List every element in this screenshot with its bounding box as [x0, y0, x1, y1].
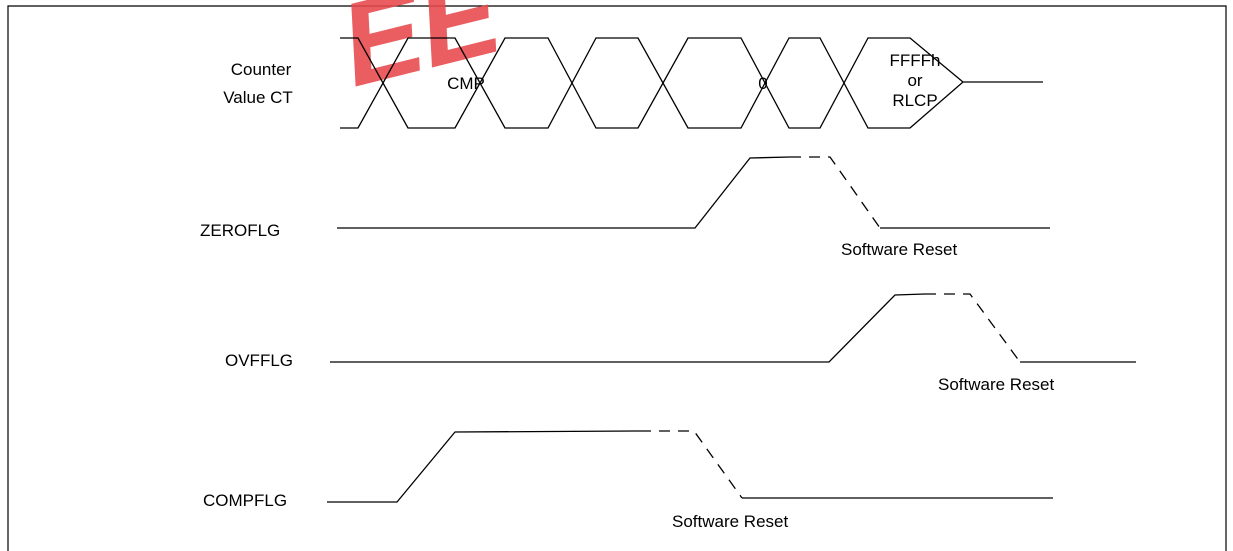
- zeroflg-reset-dash: [790, 156, 881, 229]
- counter-waveform: [340, 37, 1043, 129]
- segment-ffff-line2: or: [907, 71, 922, 90]
- ovfflg-waveform: [330, 293, 926, 363]
- counter-label-line2: Value CT: [223, 88, 293, 107]
- segment-cmp: CMP: [447, 74, 485, 93]
- ovfflg-reset-label: Software Reset: [938, 375, 1054, 394]
- segment-ffff-line1: FFFFh: [890, 51, 941, 70]
- segment-zero: 0: [758, 74, 767, 93]
- compflg-label: COMPFLG: [203, 491, 287, 510]
- watermark-logo: EE: [328, 0, 516, 112]
- watermark-text: EE: [328, 0, 516, 112]
- ovfflg-reset-dash: [925, 293, 1021, 363]
- compflg-reset-dash: [640, 430, 743, 499]
- compflg-reset-label: Software Reset: [672, 512, 788, 531]
- ovfflg-label: OVFFLG: [225, 351, 293, 370]
- diagram-frame: [7, 5, 1227, 551]
- segment-ffff-line3: RLCP: [892, 91, 937, 110]
- zeroflg-waveform: [337, 156, 791, 229]
- zeroflg-label: ZEROFLG: [200, 221, 280, 240]
- compflg-waveform: [327, 430, 641, 503]
- zeroflg-reset-label: Software Reset: [841, 240, 957, 259]
- counter-label-line1: Counter: [231, 60, 292, 79]
